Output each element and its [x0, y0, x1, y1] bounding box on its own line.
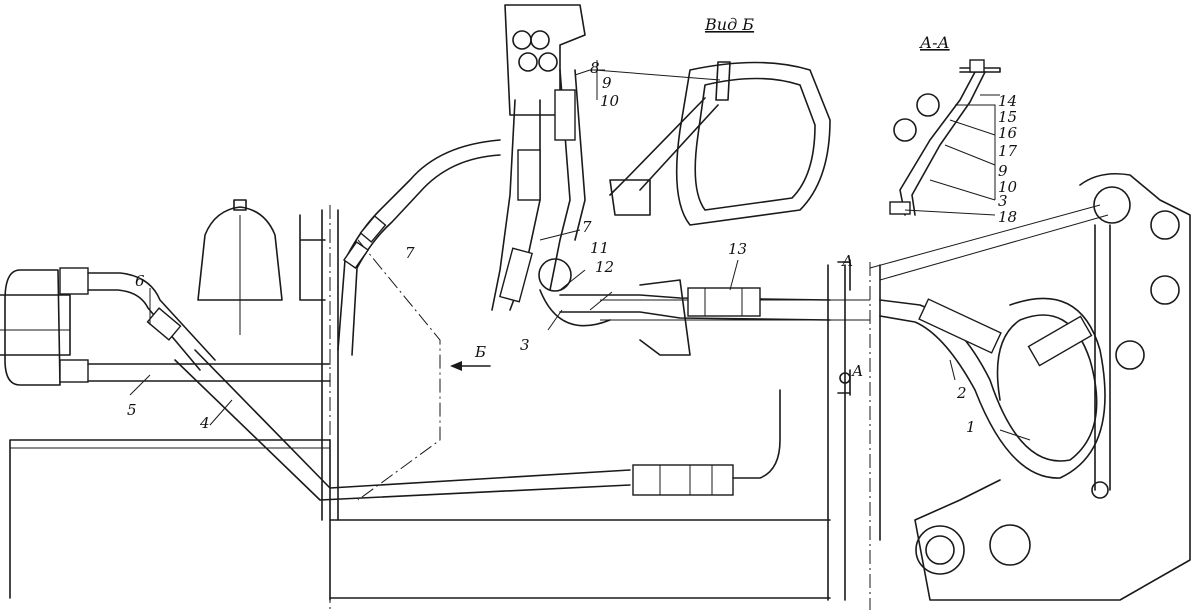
callout-16: 16: [998, 124, 1018, 142]
callout-1: 1: [966, 418, 976, 436]
callout-17: 17: [998, 142, 1018, 160]
callout-14: 14: [998, 92, 1017, 110]
callout-9-top: 9: [602, 74, 612, 92]
callout-8: 8: [590, 59, 600, 77]
frame-structure: [9, 204, 1109, 610]
callout-12: 12: [595, 258, 614, 276]
callout-15: 15: [998, 108, 1017, 126]
view-b-arrow-label: Б: [474, 343, 486, 361]
leader-lines: [129, 60, 1031, 441]
section-aa-inset: [889, 59, 1001, 216]
section-markers: [450, 259, 851, 396]
control-valve: [491, 4, 586, 311]
callout-18: 18: [998, 208, 1017, 226]
hydraulic-tank: [197, 199, 326, 335]
callout-7-mid: 7: [582, 218, 592, 236]
view-b-title: Вид Б: [704, 15, 754, 34]
section-aa-title: А-А: [919, 33, 950, 52]
callout-5: 5: [127, 401, 137, 419]
section-a-bottom-label: А: [851, 362, 863, 380]
hose-loop: [879, 297, 1106, 479]
section-a-top-label: А: [841, 252, 853, 270]
callout-13: 13: [728, 240, 747, 258]
pump-unit: [0, 267, 89, 386]
callout-2: 2: [956, 384, 967, 402]
pipes-center: [538, 258, 831, 356]
callout-10-section: 10: [998, 178, 1018, 196]
pipes-left: [87, 272, 781, 501]
view-b-inset: [609, 61, 831, 226]
callout-11: 11: [590, 239, 609, 257]
right-bracket: [914, 172, 1191, 601]
labels: Вид Б А-А А А Б 1 2 3 3 4 5 6 7 7 8 9 10…: [127, 15, 1018, 436]
callout-6: 6: [135, 272, 145, 290]
callout-4: 4: [199, 414, 210, 432]
callout-3-main: 3: [520, 336, 530, 354]
callout-10-top: 10: [600, 92, 620, 110]
pipe-7: [337, 139, 501, 356]
callout-3-section: 3: [998, 192, 1008, 210]
callout-9-section: 9: [998, 162, 1008, 180]
callout-7-upper: 7: [405, 244, 415, 262]
